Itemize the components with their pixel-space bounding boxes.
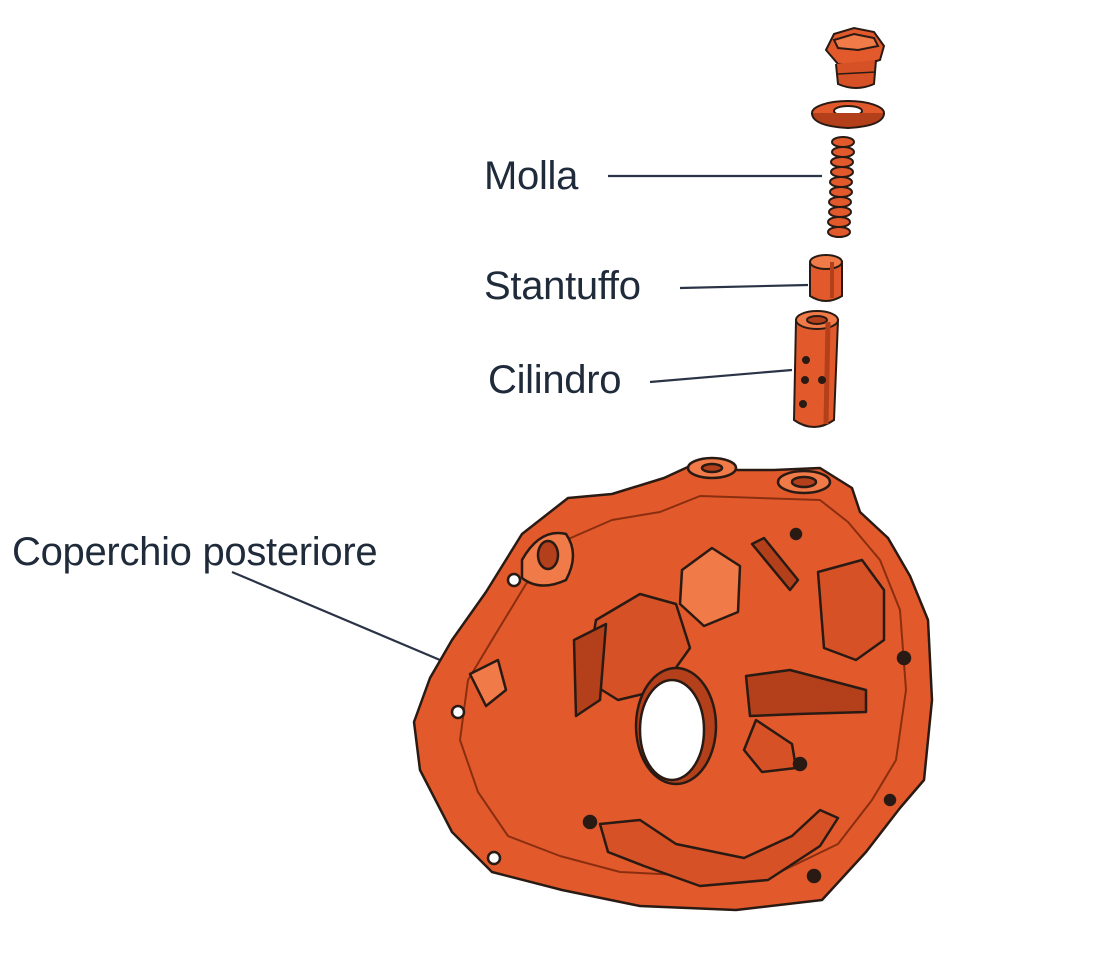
- cylinder-sleeve-icon: [792, 310, 840, 428]
- piston-leader-line: [679, 283, 809, 290]
- washer-icon: [811, 100, 885, 130]
- piston-label: Stantuffo: [484, 264, 641, 308]
- rear-cover-casting-icon: [412, 456, 934, 912]
- spring-label: Molla: [484, 154, 579, 198]
- rear-cover-leader-line: [231, 570, 441, 662]
- leader-lines: [231, 174, 822, 662]
- cylinder-leader-line: [649, 368, 793, 384]
- coil-spring-icon: [827, 136, 855, 238]
- rear-cover-label: Coperchio posteriore: [12, 530, 378, 574]
- cylinder-label: Cilindro: [488, 358, 622, 402]
- hex-plug-icon: [824, 26, 886, 89]
- piston-icon: [809, 254, 843, 302]
